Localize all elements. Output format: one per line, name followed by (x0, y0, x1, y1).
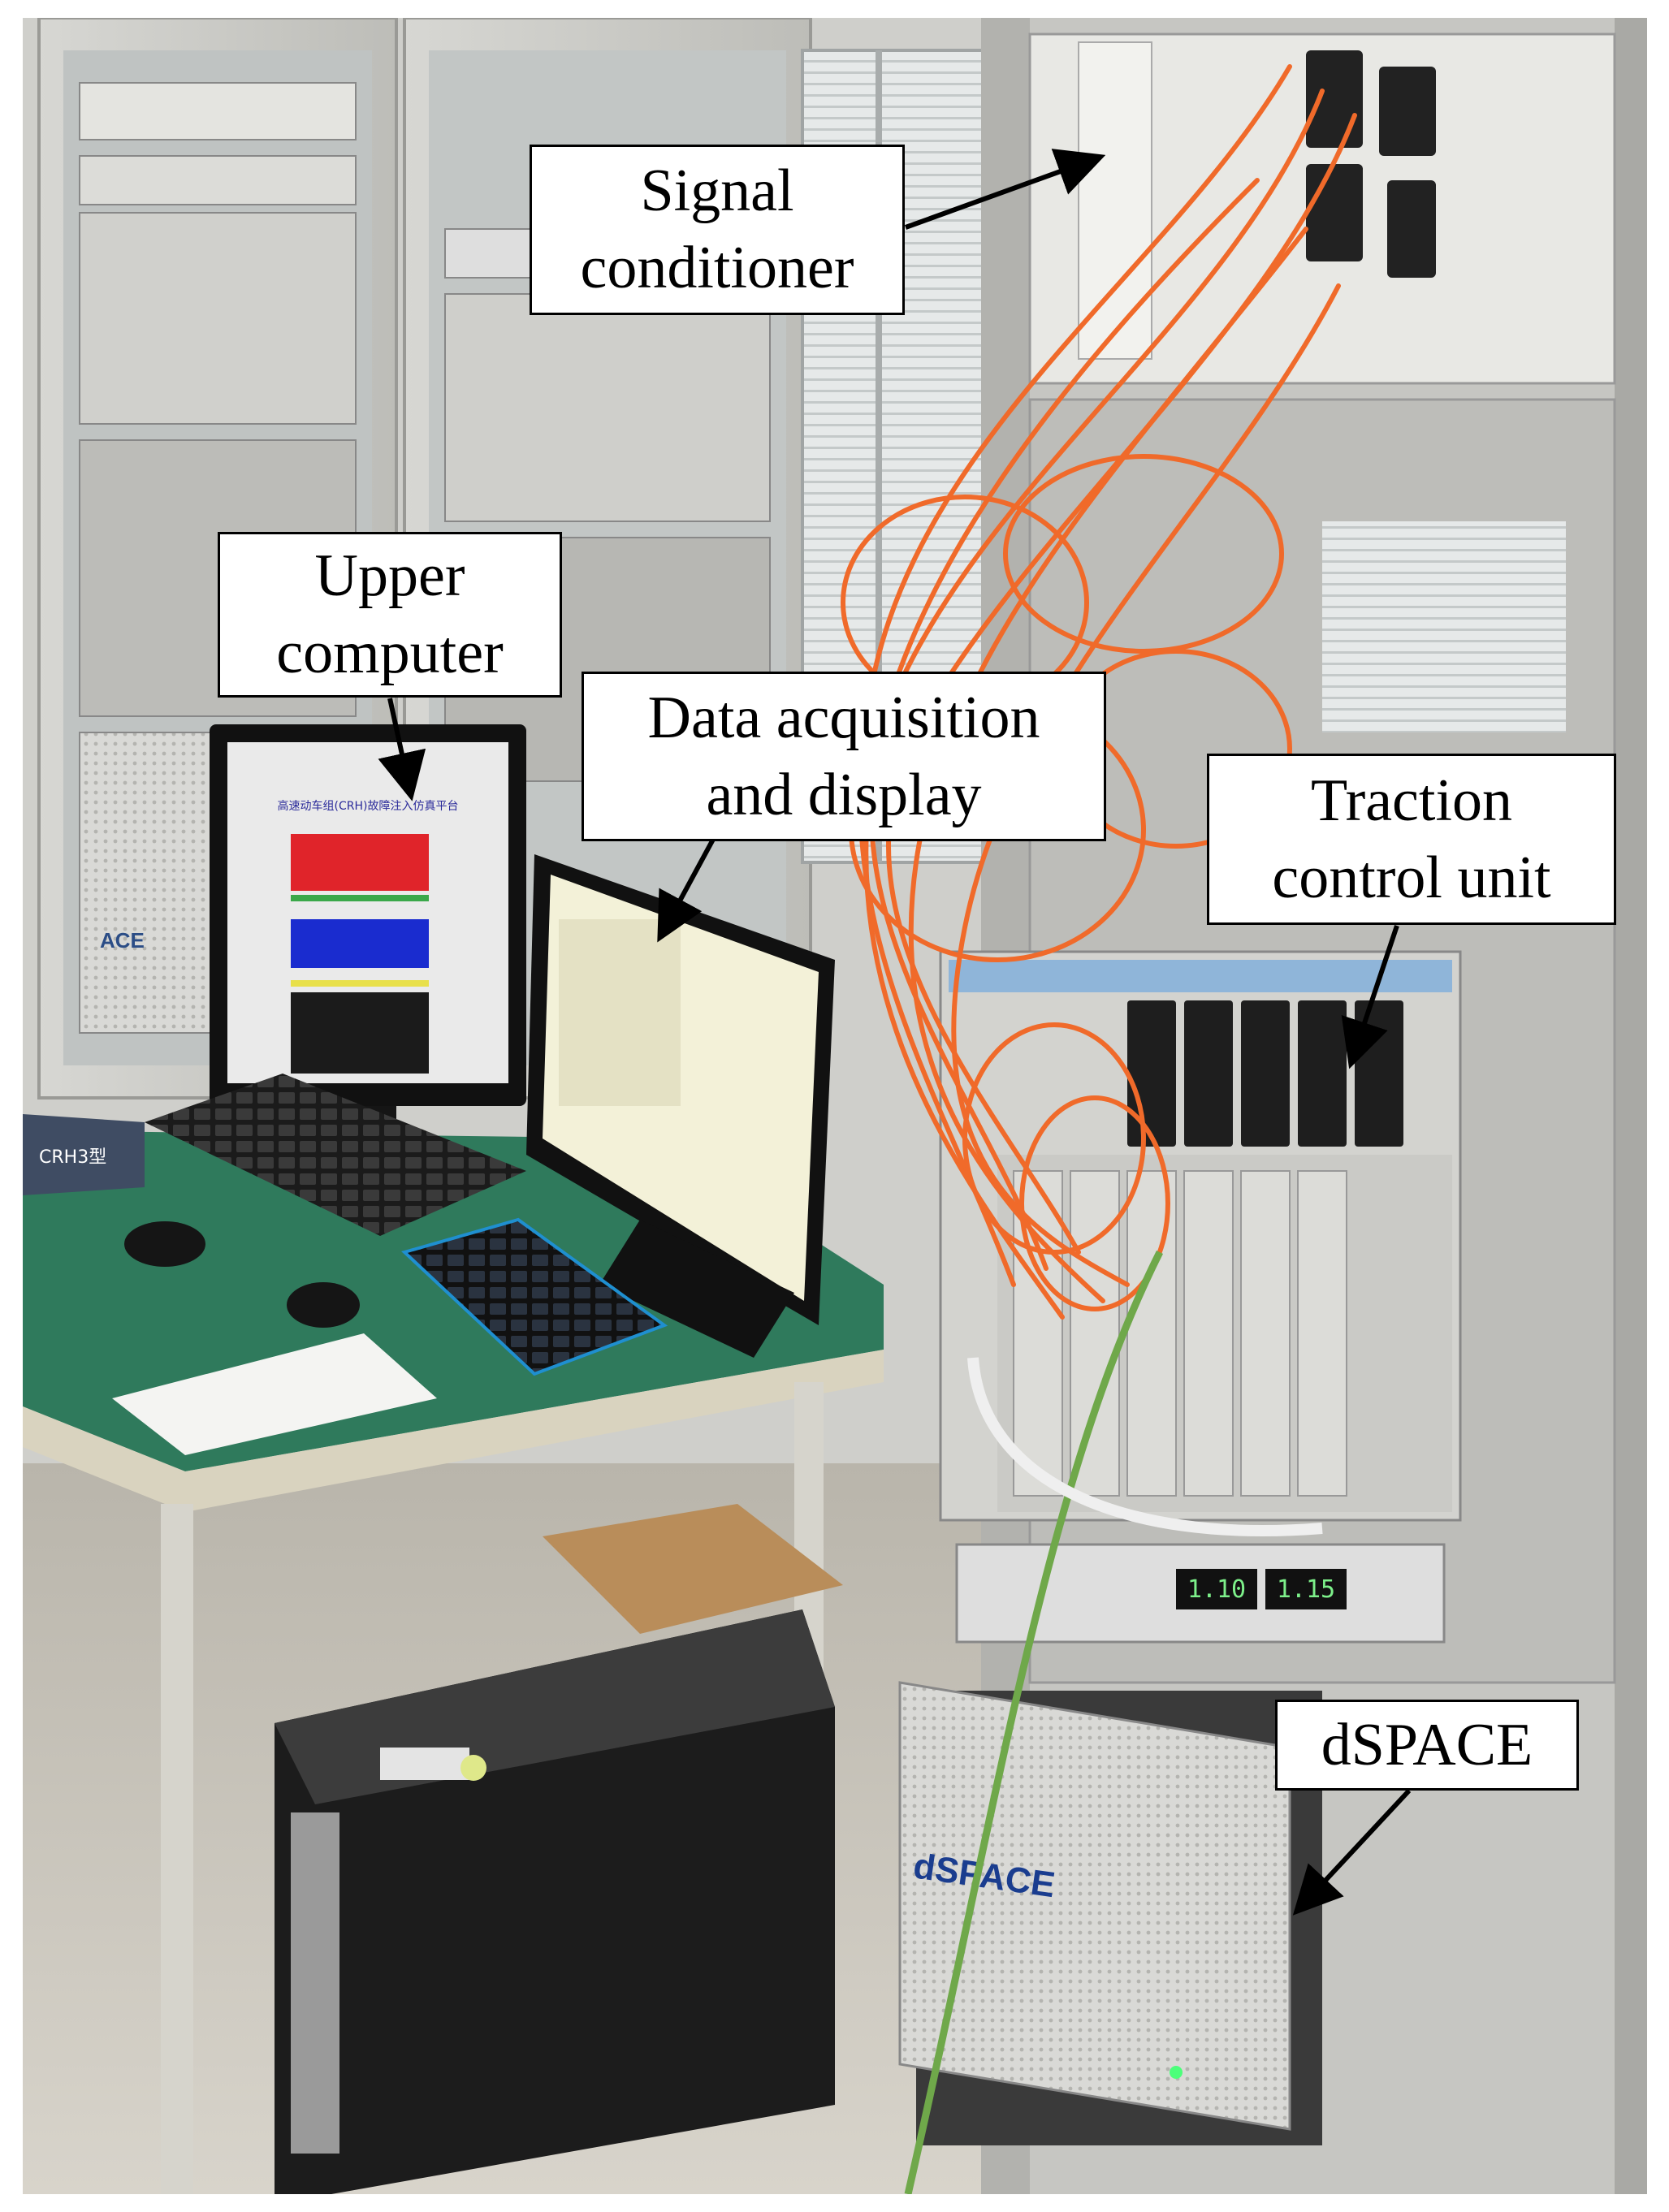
white-cable (967, 1357, 1323, 1536)
green-cable (904, 1250, 1164, 2194)
label-signal-conditioner: Signal conditioner (530, 145, 905, 315)
mouse-black (124, 1221, 205, 1267)
label-dspace-line1: dSPACE (1321, 1711, 1533, 1778)
label-signal-conditioner-line2: conditioner (580, 235, 854, 301)
background-logo: ACE (100, 928, 145, 953)
dspace-led (1170, 2066, 1183, 2079)
book-label: CRH3型 (39, 1147, 106, 1168)
label-upper-computer-line2: computer (276, 620, 504, 686)
main-rack: 1.10 1.15 dSPACE (898, 18, 1647, 2194)
cardboard-box (543, 1504, 843, 1634)
label-upper-computer-line1: Upper (314, 542, 465, 610)
label-data-acquisition-line1: Data acquisition (647, 684, 1040, 751)
keyboard-black (145, 1074, 526, 1236)
readout-right: 1.15 (1277, 1575, 1335, 1604)
dspace-box (898, 1681, 1291, 2131)
label-data-acquisition: Data acquisition and display (582, 672, 1106, 841)
label-traction-control-unit-line2: control unit (1272, 844, 1551, 911)
label-traction-control-unit-line1: Traction (1310, 767, 1513, 834)
lab-photo: 1.10 1.15 dSPACE (23, 18, 1647, 2194)
label-dspace: dSPACE (1275, 1700, 1579, 1791)
lab-photo-illustration: 1.10 1.15 dSPACE (23, 18, 1647, 2194)
label-upper-computer: Upper computer (218, 532, 562, 698)
label-traction-control-unit: Traction control unit (1207, 754, 1616, 925)
label-signal-conditioner-line1: Signal (640, 158, 794, 225)
readout-left: 1.10 (1187, 1575, 1246, 1604)
right-monitor (526, 854, 835, 1358)
mouse-second (287, 1282, 360, 1328)
pc-tower (275, 1609, 835, 2194)
keyboard-blue (401, 1217, 668, 1376)
screen-title: 高速动车组(CRH)故障注入仿真平台 (278, 799, 459, 813)
left-monitor: 高速动车组(CRH)故障注入仿真平台 (210, 724, 526, 1155)
label-data-acquisition-line2: and display (706, 761, 982, 828)
